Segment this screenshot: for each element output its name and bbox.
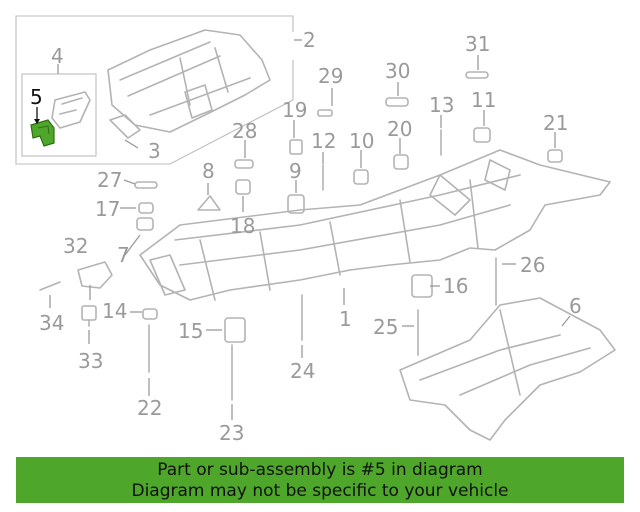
callout-5: 5 <box>30 85 43 109</box>
callout-26: 26 <box>520 253 545 277</box>
callout-8: 8 <box>202 159 215 183</box>
inset-subframe-drawing <box>107 29 271 139</box>
small-parts <box>39 71 563 401</box>
callout-27: 27 <box>97 168 122 192</box>
part-5-highlighted <box>30 107 55 147</box>
callout-7: 7 <box>117 243 130 267</box>
callout-4: 4 <box>51 44 64 68</box>
callout-11: 11 <box>471 88 496 112</box>
callout-14: 14 <box>102 299 127 323</box>
callout-9: 9 <box>289 159 302 183</box>
callout-16: 16 <box>443 274 468 298</box>
exploded-parts-diagram: 1 2 3 4 5 6 7 8 9 10 11 12 13 14 15 16 1… <box>15 15 616 445</box>
main-frame <box>139 149 611 301</box>
callout-29: 29 <box>318 64 343 88</box>
callout-34: 34 <box>39 311 64 335</box>
callout-17: 17 <box>95 197 120 221</box>
callout-18: 18 <box>230 214 255 238</box>
callout-1: 1 <box>339 307 352 331</box>
callout-25: 25 <box>373 315 398 339</box>
callout-12: 12 <box>311 129 336 153</box>
callout-19: 19 <box>282 98 307 122</box>
rear-subframe-6 <box>399 297 616 441</box>
inset-frame <box>15 15 294 165</box>
callout-28: 28 <box>232 119 257 143</box>
part-4-bracket <box>51 91 91 129</box>
callout-15: 15 <box>178 319 203 343</box>
banner-line-2: Diagram may not be specific to your vehi… <box>131 481 509 501</box>
leader-lines <box>49 39 571 420</box>
callout-20: 20 <box>387 117 412 141</box>
callout-23: 23 <box>219 421 244 445</box>
callout-32: 32 <box>63 234 88 258</box>
callout-3: 3 <box>148 139 161 163</box>
callout-21: 21 <box>543 111 568 135</box>
callout-22: 22 <box>137 396 162 420</box>
callout-labels: 1 2 3 4 5 6 7 8 9 10 11 12 13 14 15 16 1… <box>30 28 582 445</box>
info-banner: Part or sub-assembly is #5 in diagram Di… <box>16 457 624 503</box>
callout-24: 24 <box>290 359 315 383</box>
callout-30: 30 <box>385 59 410 83</box>
banner-line-1: Part or sub-assembly is #5 in diagram <box>157 460 483 480</box>
callout-6: 6 <box>569 294 582 318</box>
callout-2: 2 <box>303 28 316 52</box>
callout-10: 10 <box>349 129 374 153</box>
callout-13: 13 <box>429 93 454 117</box>
callout-31: 31 <box>465 32 490 56</box>
inset-subframe-4 <box>21 73 97 157</box>
callout-33: 33 <box>78 349 103 373</box>
